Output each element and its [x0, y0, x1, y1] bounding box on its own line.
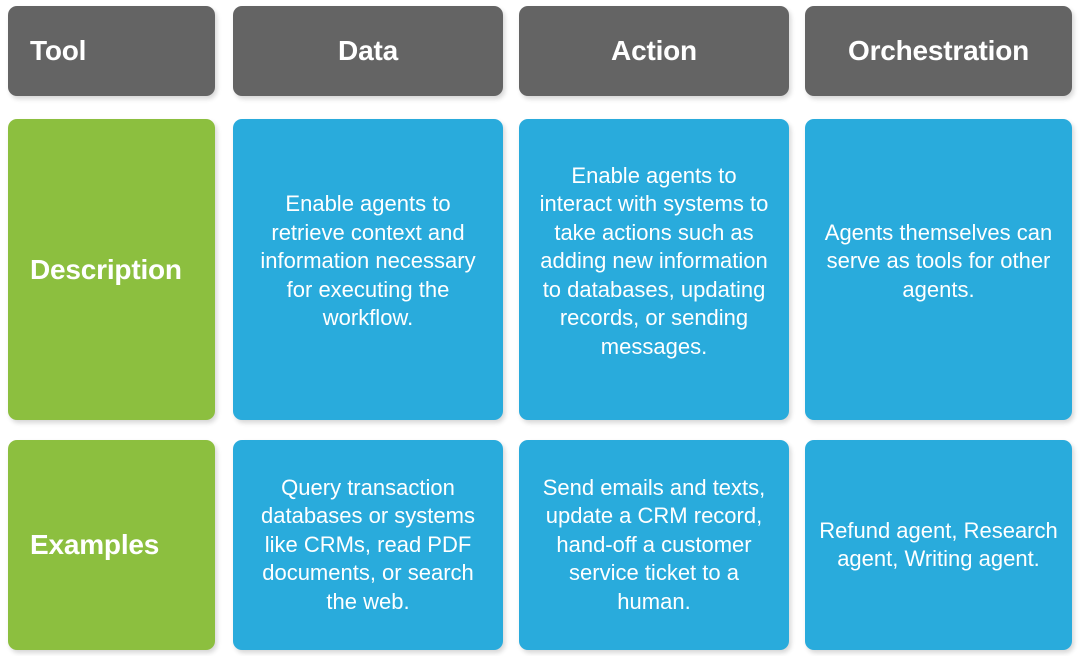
column-header-action: Action — [519, 6, 789, 96]
column-header-action-label: Action — [611, 35, 697, 66]
column-header-orchestration-label: Orchestration — [848, 35, 1029, 66]
cell-description-orchestration: Agents themselves can serve as tools for… — [805, 119, 1072, 420]
cell-examples-action: Send emails and texts, update a CRM reco… — [519, 440, 789, 650]
cell-description-action: Enable agents to interact with systems t… — [519, 119, 789, 420]
cell-examples-orchestration-text: Refund agent, Research agent, Writing ag… — [819, 517, 1058, 572]
column-header-tool-label: Tool — [30, 35, 87, 66]
column-header-data-label: Data — [338, 35, 398, 66]
row-label-description-text: Description — [30, 253, 182, 285]
cell-description-data: Enable agents to retrieve context and in… — [233, 119, 503, 420]
column-header-orchestration: Orchestration — [805, 6, 1072, 96]
cell-description-orchestration-text: Agents themselves can serve as tools for… — [824, 219, 1053, 302]
cell-examples-action-text: Send emails and texts, update a CRM reco… — [542, 474, 766, 614]
column-header-tool: Tool — [8, 6, 215, 96]
cell-examples-orchestration: Refund agent, Research agent, Writing ag… — [805, 440, 1072, 650]
row-label-examples-text: Examples — [30, 529, 160, 560]
cell-examples-data-text: Query transaction databases or systems l… — [261, 474, 475, 614]
row-label-examples: Examples — [8, 440, 215, 650]
cell-description-data-text: Enable agents to retrieve context and in… — [260, 191, 476, 331]
column-header-data: Data — [233, 6, 503, 96]
cell-description-action-text: Enable agents to interact with systems t… — [539, 162, 769, 359]
cell-examples-data: Query transaction databases or systems l… — [233, 440, 503, 650]
row-label-description: Description — [8, 119, 215, 420]
